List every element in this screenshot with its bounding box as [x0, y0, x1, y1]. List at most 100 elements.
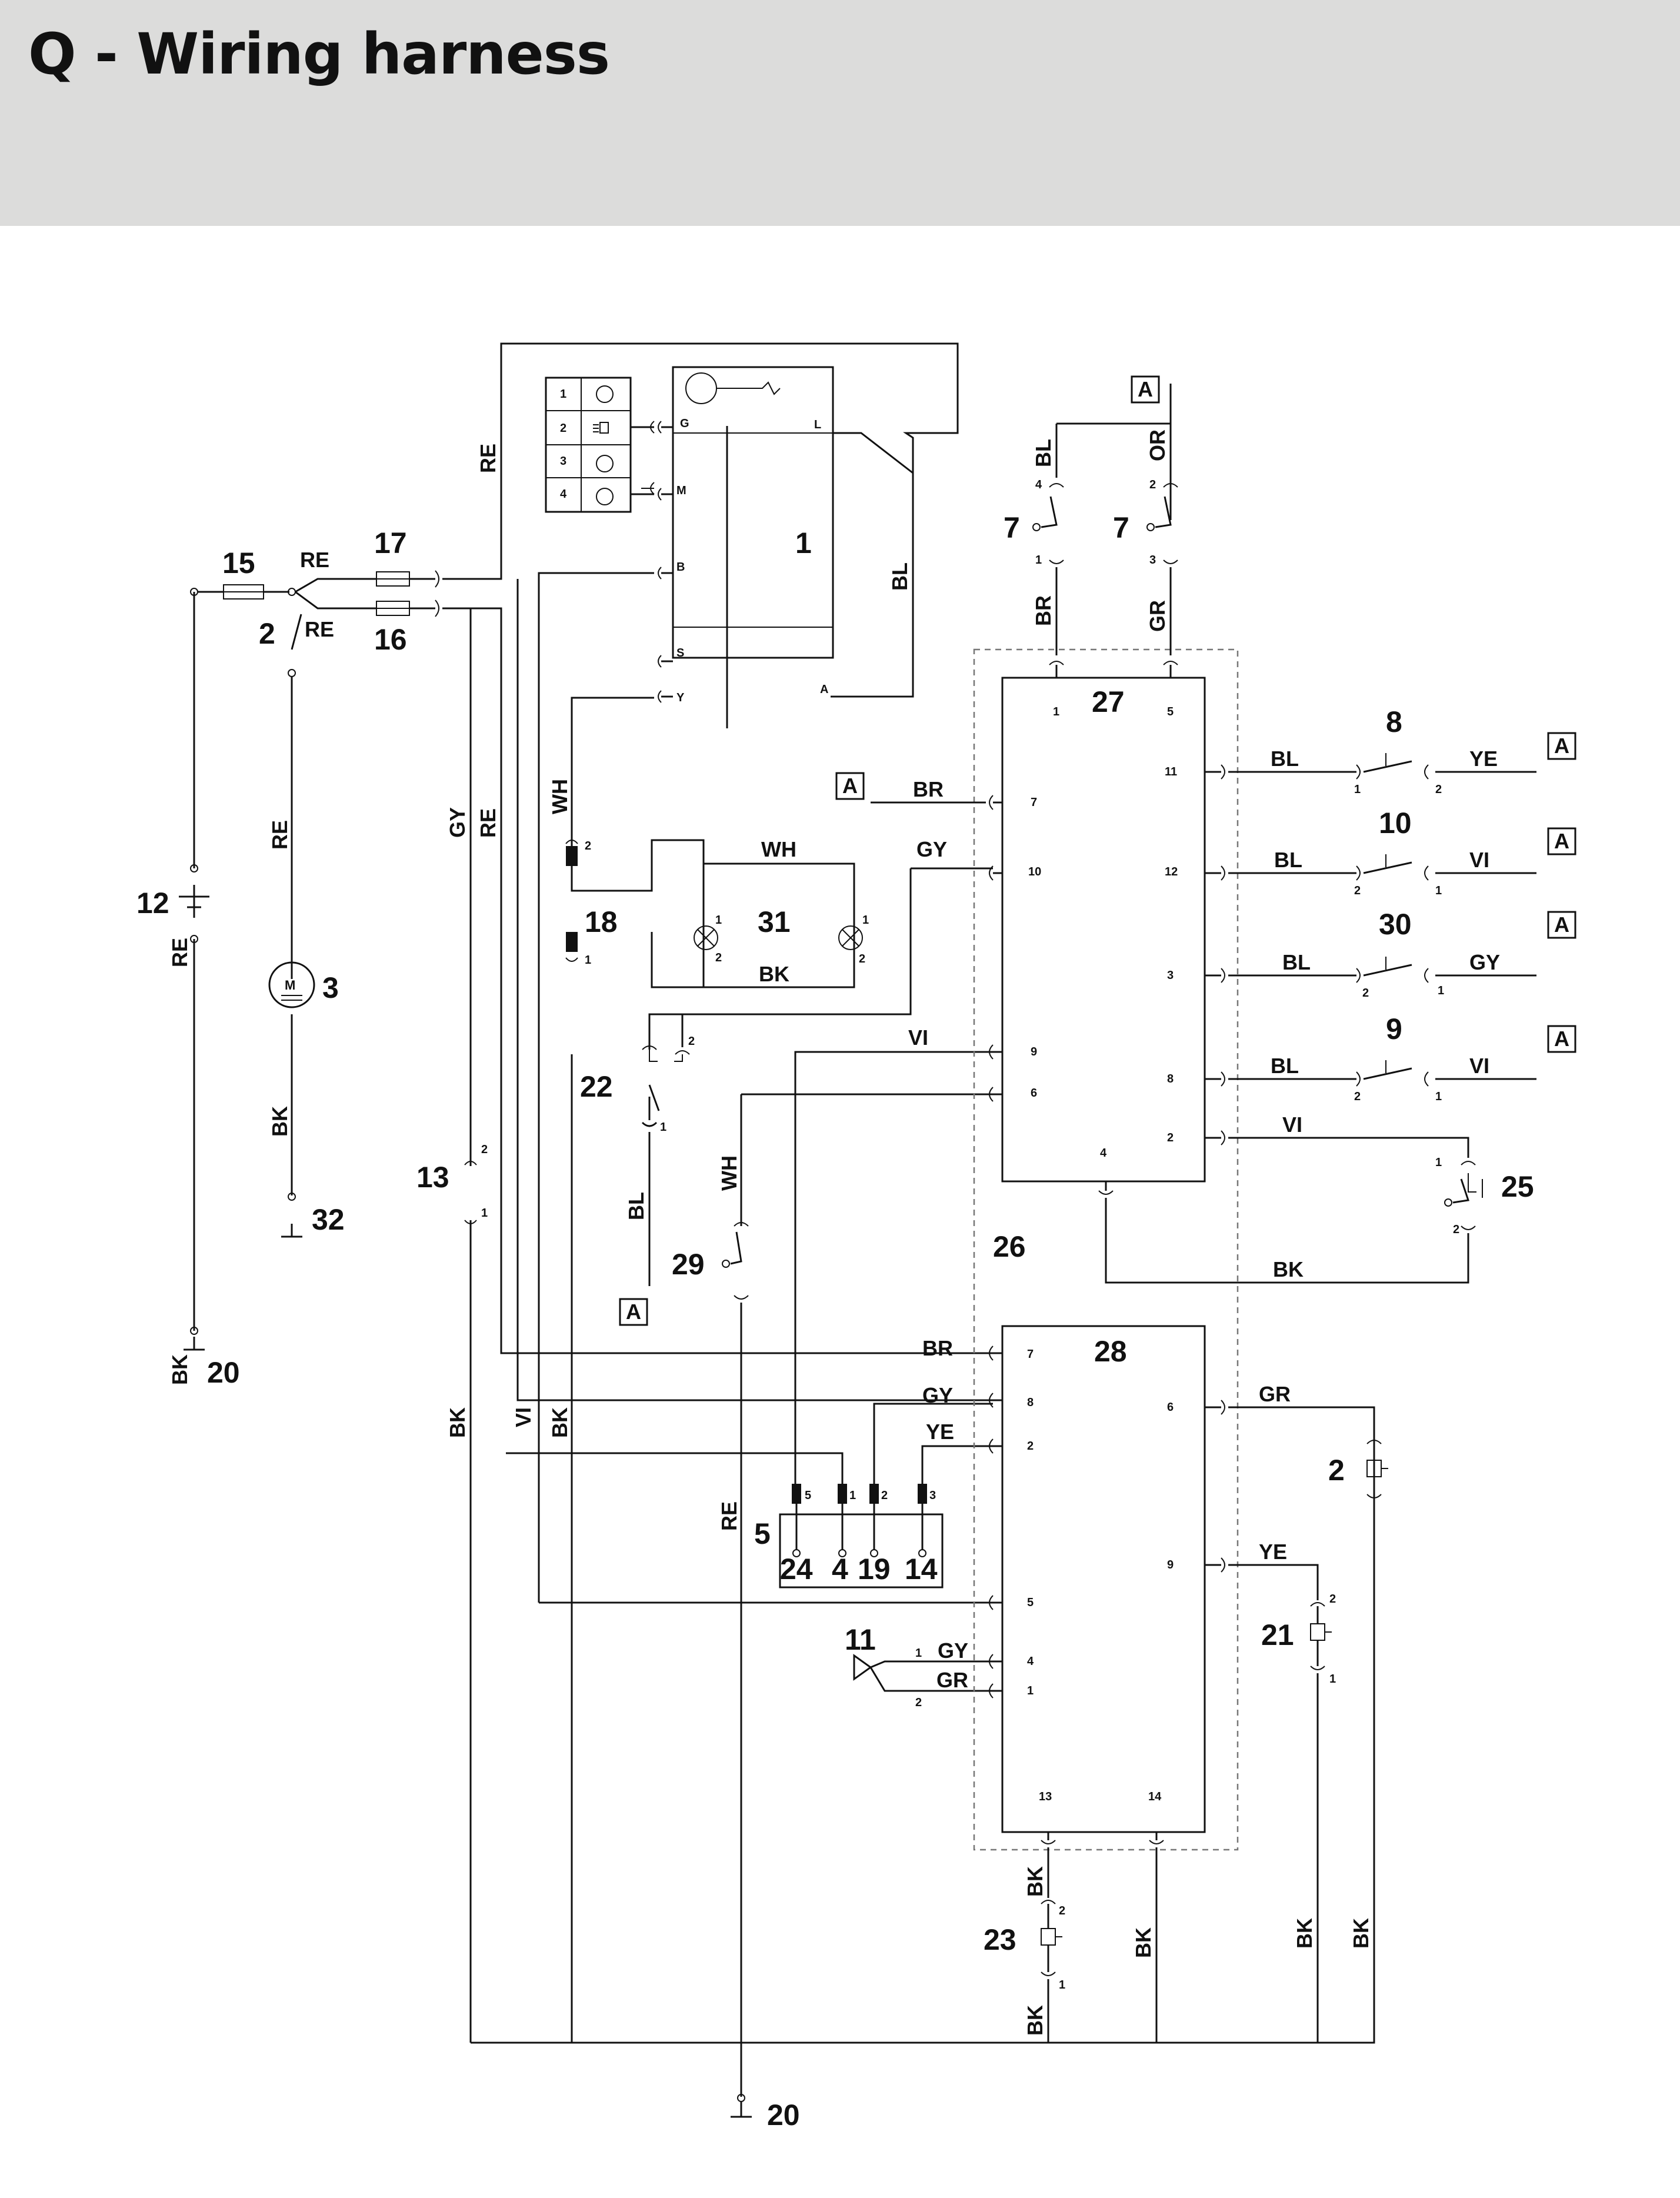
svg-text:1: 1: [585, 954, 591, 967]
wire-label: GR: [1145, 600, 1169, 632]
svg-text:1: 1: [1435, 1156, 1442, 1169]
wire-label: RE: [300, 548, 329, 572]
ref-marker: A: [626, 1300, 641, 1324]
connector-label: 4: [832, 1553, 848, 1586]
svg-text:1: 1: [481, 1207, 488, 1220]
svg-text:2: 2: [1149, 478, 1156, 491]
svg-text:4: 4: [560, 488, 567, 501]
switch-label: 2: [259, 617, 275, 650]
wire-label: GY: [916, 837, 947, 861]
module-28: 28 7 8 2 5 4 1 6 9 13 14 GR YE 2 2 1 21: [984, 1325, 1388, 2043]
wire-label: VI: [1469, 1054, 1489, 1078]
wire-label: BL: [1282, 950, 1311, 974]
svg-text:1: 1: [1438, 984, 1444, 997]
wire-label: BL: [1031, 439, 1055, 467]
ref-marker: A: [1138, 377, 1153, 401]
wire-label: BK: [1349, 1918, 1373, 1949]
svg-text:2: 2: [1059, 1904, 1065, 1917]
module-group-26: [973, 648, 1239, 1851]
module-label: 27: [1092, 685, 1125, 718]
connector-label: 13: [416, 1161, 449, 1194]
ref-marker: A: [842, 774, 858, 798]
light-label: 31: [758, 905, 791, 938]
svg-text:5: 5: [1167, 705, 1174, 718]
horn-label: 11: [845, 1623, 876, 1656]
module-28-inputs: BR GY YE 11 1 2 GY GR: [845, 1336, 994, 1709]
wire-label: RE: [717, 1501, 741, 1531]
svg-text:2: 2: [859, 953, 865, 965]
switch-label: 9: [1386, 1013, 1402, 1045]
wire-label: YE: [1469, 747, 1498, 771]
brake-switch: WH RE 29 20: [672, 1093, 993, 2132]
svg-text:G: G: [680, 417, 689, 430]
ignition-switch: G M B S Y L A 1 BL: [631, 366, 914, 728]
svg-text:1: 1: [715, 914, 722, 927]
svg-text:S: S: [676, 647, 684, 660]
relay-label: 21: [1261, 1618, 1294, 1651]
battery-label: 12: [136, 887, 169, 920]
svg-text:1: 1: [862, 914, 869, 927]
svg-text:2: 2: [715, 951, 722, 964]
wiring-diagram: RE BK 12 15 20 M RE RE RE BK 2 3 32 17 1…: [136, 342, 1576, 2132]
svg-text:8: 8: [1027, 1396, 1034, 1409]
wire-label: BL: [1271, 747, 1299, 771]
svg-text:1: 1: [1435, 1090, 1442, 1103]
wire-label: BK: [548, 1407, 572, 1438]
connector-label: 18: [585, 905, 618, 938]
fuse-label: 15: [222, 547, 255, 580]
ground-label: 32: [312, 1203, 345, 1236]
fuse-label: 17: [374, 527, 407, 560]
switch-label: 22: [580, 1070, 613, 1103]
svg-text:1: 1: [1035, 554, 1042, 567]
svg-text:2: 2: [1167, 1131, 1174, 1144]
svg-text:3: 3: [560, 455, 566, 468]
ref-marker: A: [1554, 912, 1569, 937]
svg-text:4: 4: [1100, 1147, 1107, 1160]
svg-text:11: 11: [1165, 765, 1177, 778]
wire-label: BL: [1271, 1054, 1299, 1078]
wire-label: WH: [717, 1155, 741, 1191]
svg-text:1: 1: [1027, 1684, 1034, 1697]
relay-label: 2: [1328, 1454, 1345, 1487]
wire-label: BK: [445, 1407, 469, 1438]
trunk-wires: RE GY RE WH BK VI BK 13 2 1: [416, 342, 1375, 2044]
svg-text:2: 2: [1354, 1090, 1361, 1103]
wire-label: BK: [759, 962, 789, 986]
wire-label: BK: [268, 1106, 292, 1137]
wire-label: VI: [1469, 848, 1489, 872]
svg-text:7: 7: [1031, 796, 1037, 809]
svg-text:M: M: [676, 484, 686, 497]
wire-label: BK: [1131, 1927, 1155, 1958]
svg-text:2: 2: [915, 1696, 922, 1709]
connector-5: 5 1 2 3 5 24 4 19 14: [506, 1403, 993, 1588]
main-switch-and-motor: M RE RE RE BK 2 3 32: [259, 548, 376, 1238]
wire-label: BK: [1292, 1918, 1316, 1949]
wire-label: GR: [936, 1668, 968, 1692]
wire-label: BL: [624, 1192, 648, 1220]
wire-label: BR: [1031, 595, 1055, 626]
switch-label: 7: [1113, 511, 1129, 544]
wire-label: GY: [938, 1638, 968, 1663]
svg-text:2: 2: [560, 422, 566, 435]
switch-label: 25: [1501, 1170, 1534, 1203]
svg-text:1: 1: [915, 1647, 922, 1660]
svg-text:5: 5: [805, 1489, 811, 1502]
svg-text:B: B: [676, 561, 685, 574]
motor-symbol: M: [285, 978, 295, 993]
svg-text:1: 1: [1354, 783, 1361, 796]
switch-position-table: 1 2 3 4: [545, 377, 655, 513]
wire-label: BK: [1023, 2005, 1047, 2036]
wire-label: WH: [548, 779, 572, 814]
connector-label: 14: [905, 1553, 938, 1586]
svg-text:1: 1: [1059, 1979, 1065, 1991]
switch-label: 10: [1379, 807, 1412, 840]
svg-text:14: 14: [1148, 1790, 1162, 1803]
svg-text:2: 2: [1027, 1440, 1034, 1453]
vi-harness: VI: [794, 1025, 993, 1494]
svg-text:1: 1: [560, 388, 566, 401]
svg-text:9: 9: [1167, 1558, 1174, 1571]
svg-text:2: 2: [1329, 1593, 1336, 1606]
wire-label: GY: [1469, 950, 1500, 974]
switch-label: 7: [1004, 511, 1020, 544]
